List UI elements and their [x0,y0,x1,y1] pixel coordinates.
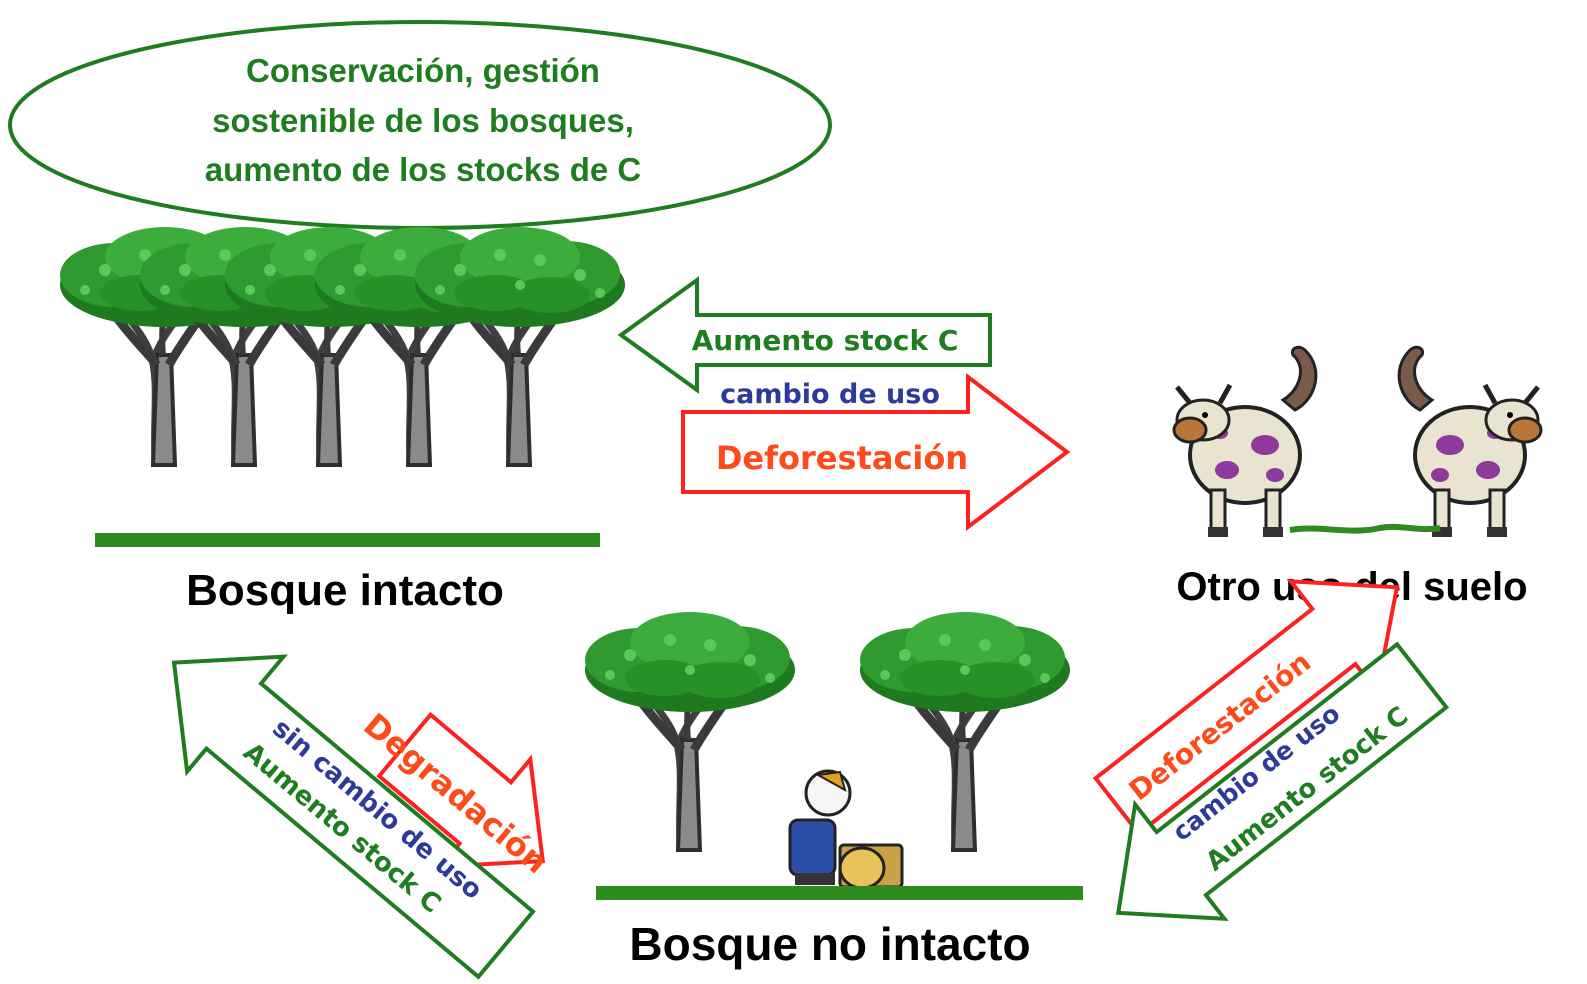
goal-bubble: Conservación, gestión sostenible de los … [8,20,832,230]
top-arrow-increase: Aumento stock C [617,276,992,394]
bubble-line-2: sostenible de los bosques, [212,102,634,139]
bubble-line-1: Conservación, gestión [246,52,600,89]
intact-forest-ground [95,533,600,547]
right-arrows-group: Deforestación cambio de uso Aumento stoc… [1092,579,1450,921]
tree-icon [415,227,625,465]
red-right-arrow [681,372,1071,532]
non-intact-forest-ground [596,886,1083,900]
grass-strip [1289,523,1441,534]
non-intact-forest-label: Bosque no intacto [629,918,1030,970]
top-change-label: cambio de uso [720,379,940,410]
top-arrow-deforestation: cambio de uso Deforestación [681,372,1071,532]
cow-icon [1174,347,1316,537]
tree-icon [585,612,795,850]
other-land-use-cows [1174,347,1541,537]
red-deforestation-arrow [1092,579,1400,837]
intact-forest-trees [60,227,625,547]
bubble-line-3: aumento de los stocks de C [205,151,641,188]
green-increase-arrow [171,654,536,980]
top-increase-label: Aumento stock C [692,324,959,357]
intact-forest-label: Bosque intacto [186,566,504,615]
logger-icon [788,769,904,890]
green-left-arrow [617,276,992,394]
cow-icon [1399,347,1541,537]
top-deforestation-label: Deforestación [716,439,968,477]
red-degradation-arrow [376,711,546,869]
non-intact-forest-scene [585,612,1083,900]
tree-icon [860,612,1070,850]
green-increase-arrow [1115,641,1450,921]
